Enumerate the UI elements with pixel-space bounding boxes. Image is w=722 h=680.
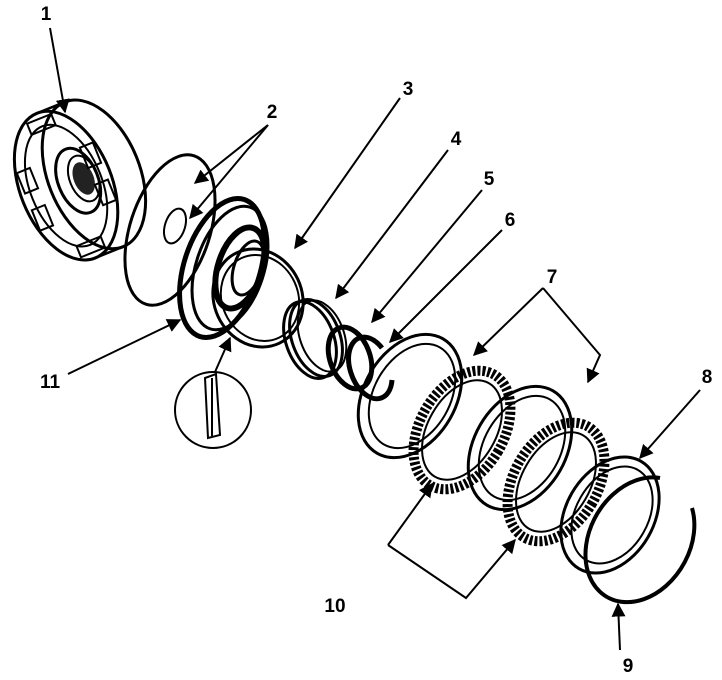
callout-11: 11 — [40, 372, 61, 393]
seal-washer-part — [123, 153, 217, 307]
callout-6: 6 — [505, 210, 516, 231]
callout-3: 3 — [403, 79, 414, 100]
outer-snap-ring-part — [583, 475, 697, 605]
callout-9: 9 — [623, 656, 634, 677]
seal-ring-part — [211, 247, 305, 349]
leader-lines — [49, 27, 701, 651]
callout-1: 1 — [41, 4, 52, 25]
seal-detail-inset — [174, 371, 252, 449]
callout-2: 2 — [267, 102, 278, 123]
callout-8: 8 — [702, 367, 713, 388]
friction-disc-part — [408, 365, 610, 547]
callout-7: 7 — [547, 267, 558, 288]
steel-plate-part — [356, 332, 574, 512]
clutch-drum-part — [12, 98, 148, 262]
callout-10: 10 — [324, 596, 345, 617]
snap-ring-part — [346, 334, 395, 402]
piston-part — [177, 196, 270, 340]
callout-4: 4 — [451, 129, 462, 150]
callout-5: 5 — [484, 169, 495, 190]
pressure-plate-part — [559, 455, 661, 575]
return-spring-part — [282, 298, 348, 380]
